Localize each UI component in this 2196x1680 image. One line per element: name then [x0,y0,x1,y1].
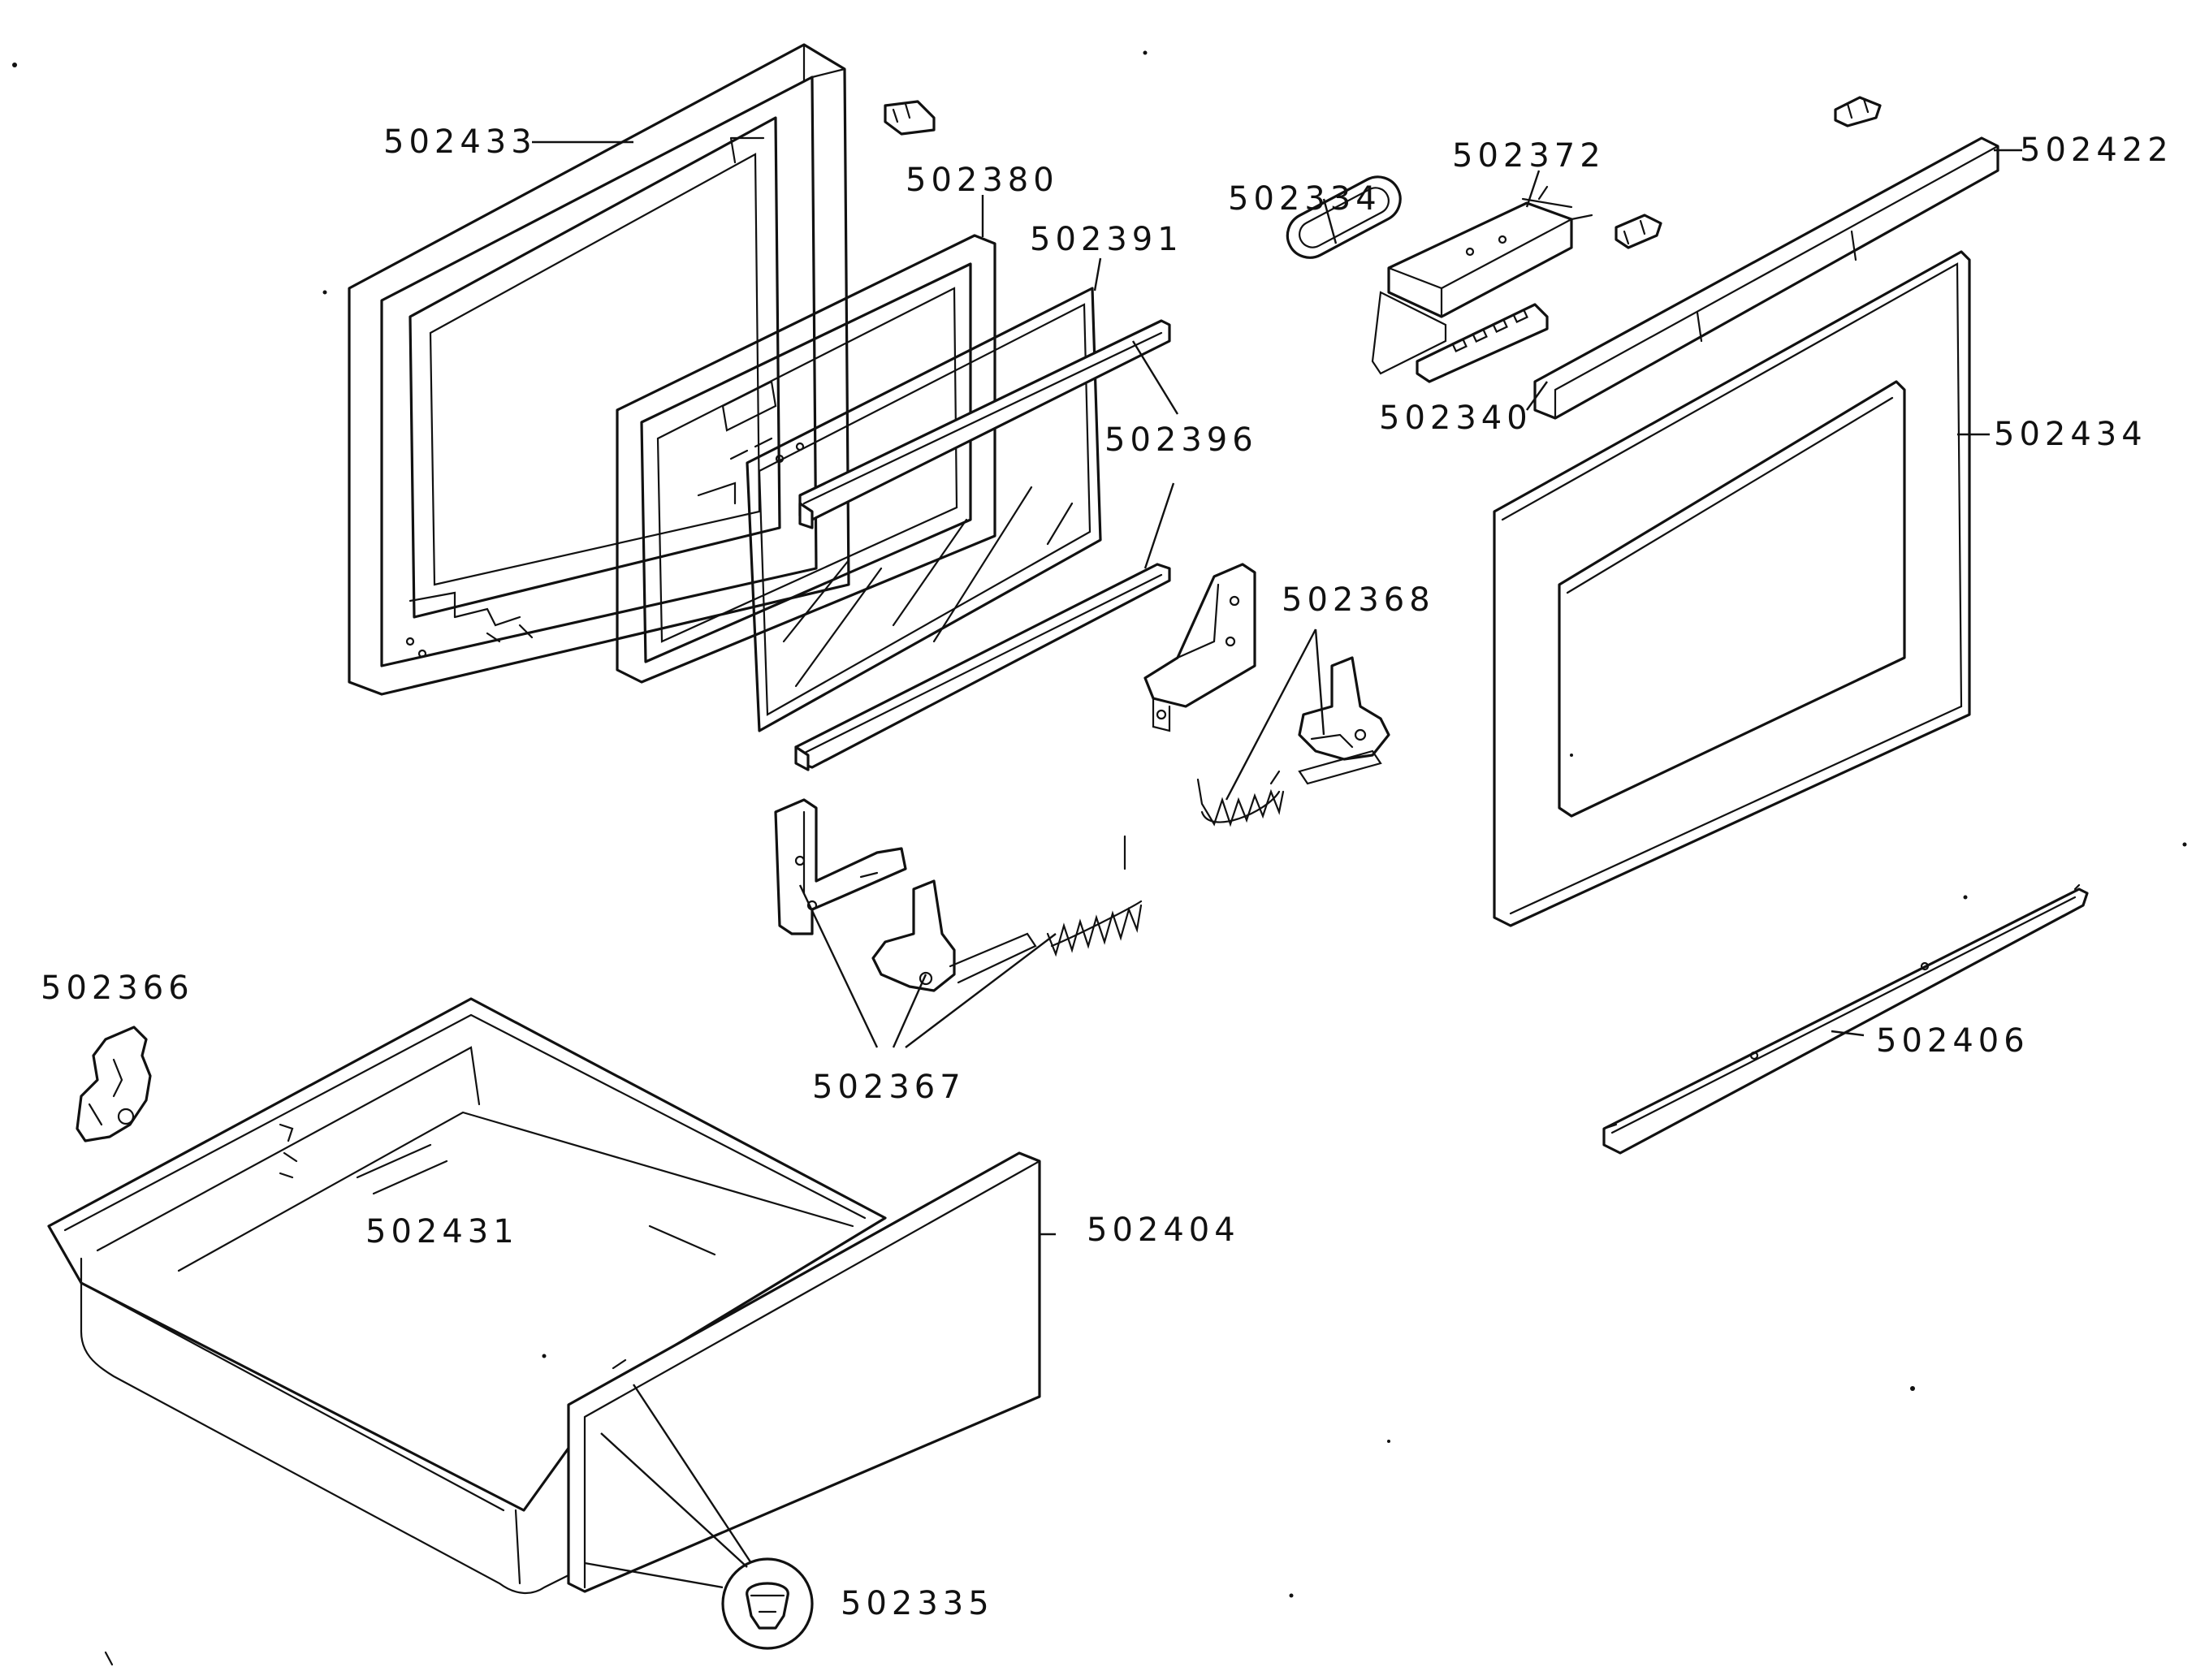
label-502434: 502434 [1994,416,2147,453]
part-labels: 502433 502380 502391 502396 502334 50237… [41,123,2173,1622]
label-502334: 502334 [1228,180,1381,218]
clip-part-top [884,100,936,136]
part-502335-fastener [721,1557,814,1650]
label-502396: 502396 [1104,421,1258,459]
label-502368: 502368 [1282,581,1435,619]
part-502396-glass-clips [794,319,1171,771]
part-502340-terminal-block [1416,303,1549,383]
part-502334-oval-gasket [1286,175,1402,259]
clip-part-top-right [1615,96,1882,249]
part-502380-inner-frame [616,234,996,684]
label-502422: 502422 [2020,132,2173,169]
part-502406-bottom-strip [1602,883,2089,1155]
part-502434-outer-door [1493,250,1971,927]
part-502391-glass-panel [746,287,1102,732]
leader-lines [532,140,2022,1589]
part-502368-right-hinge [1143,563,1390,827]
label-502372: 502372 [1452,137,1606,175]
label-502367: 502367 [812,1069,966,1106]
label-502340: 502340 [1379,399,1532,437]
part-502372-housing [1371,185,1593,375]
label-502380: 502380 [906,162,1059,199]
label-502335: 502335 [841,1585,994,1622]
label-502391: 502391 [1030,221,1183,258]
part-502367-left-hinge [774,798,1143,992]
label-502431: 502431 [365,1213,519,1250]
part-502404-drawer-front [567,1151,1041,1593]
label-502406: 502406 [1876,1022,2030,1060]
part-502366-hinge-bracket [76,1026,152,1142]
stray-marks [12,50,2187,1666]
part-502422-top-profile [1533,136,1999,420]
label-502366: 502366 [41,970,194,1007]
label-502433: 502433 [383,123,537,161]
label-502404: 502404 [1087,1211,1240,1249]
part-502433-door-frame [348,43,850,696]
